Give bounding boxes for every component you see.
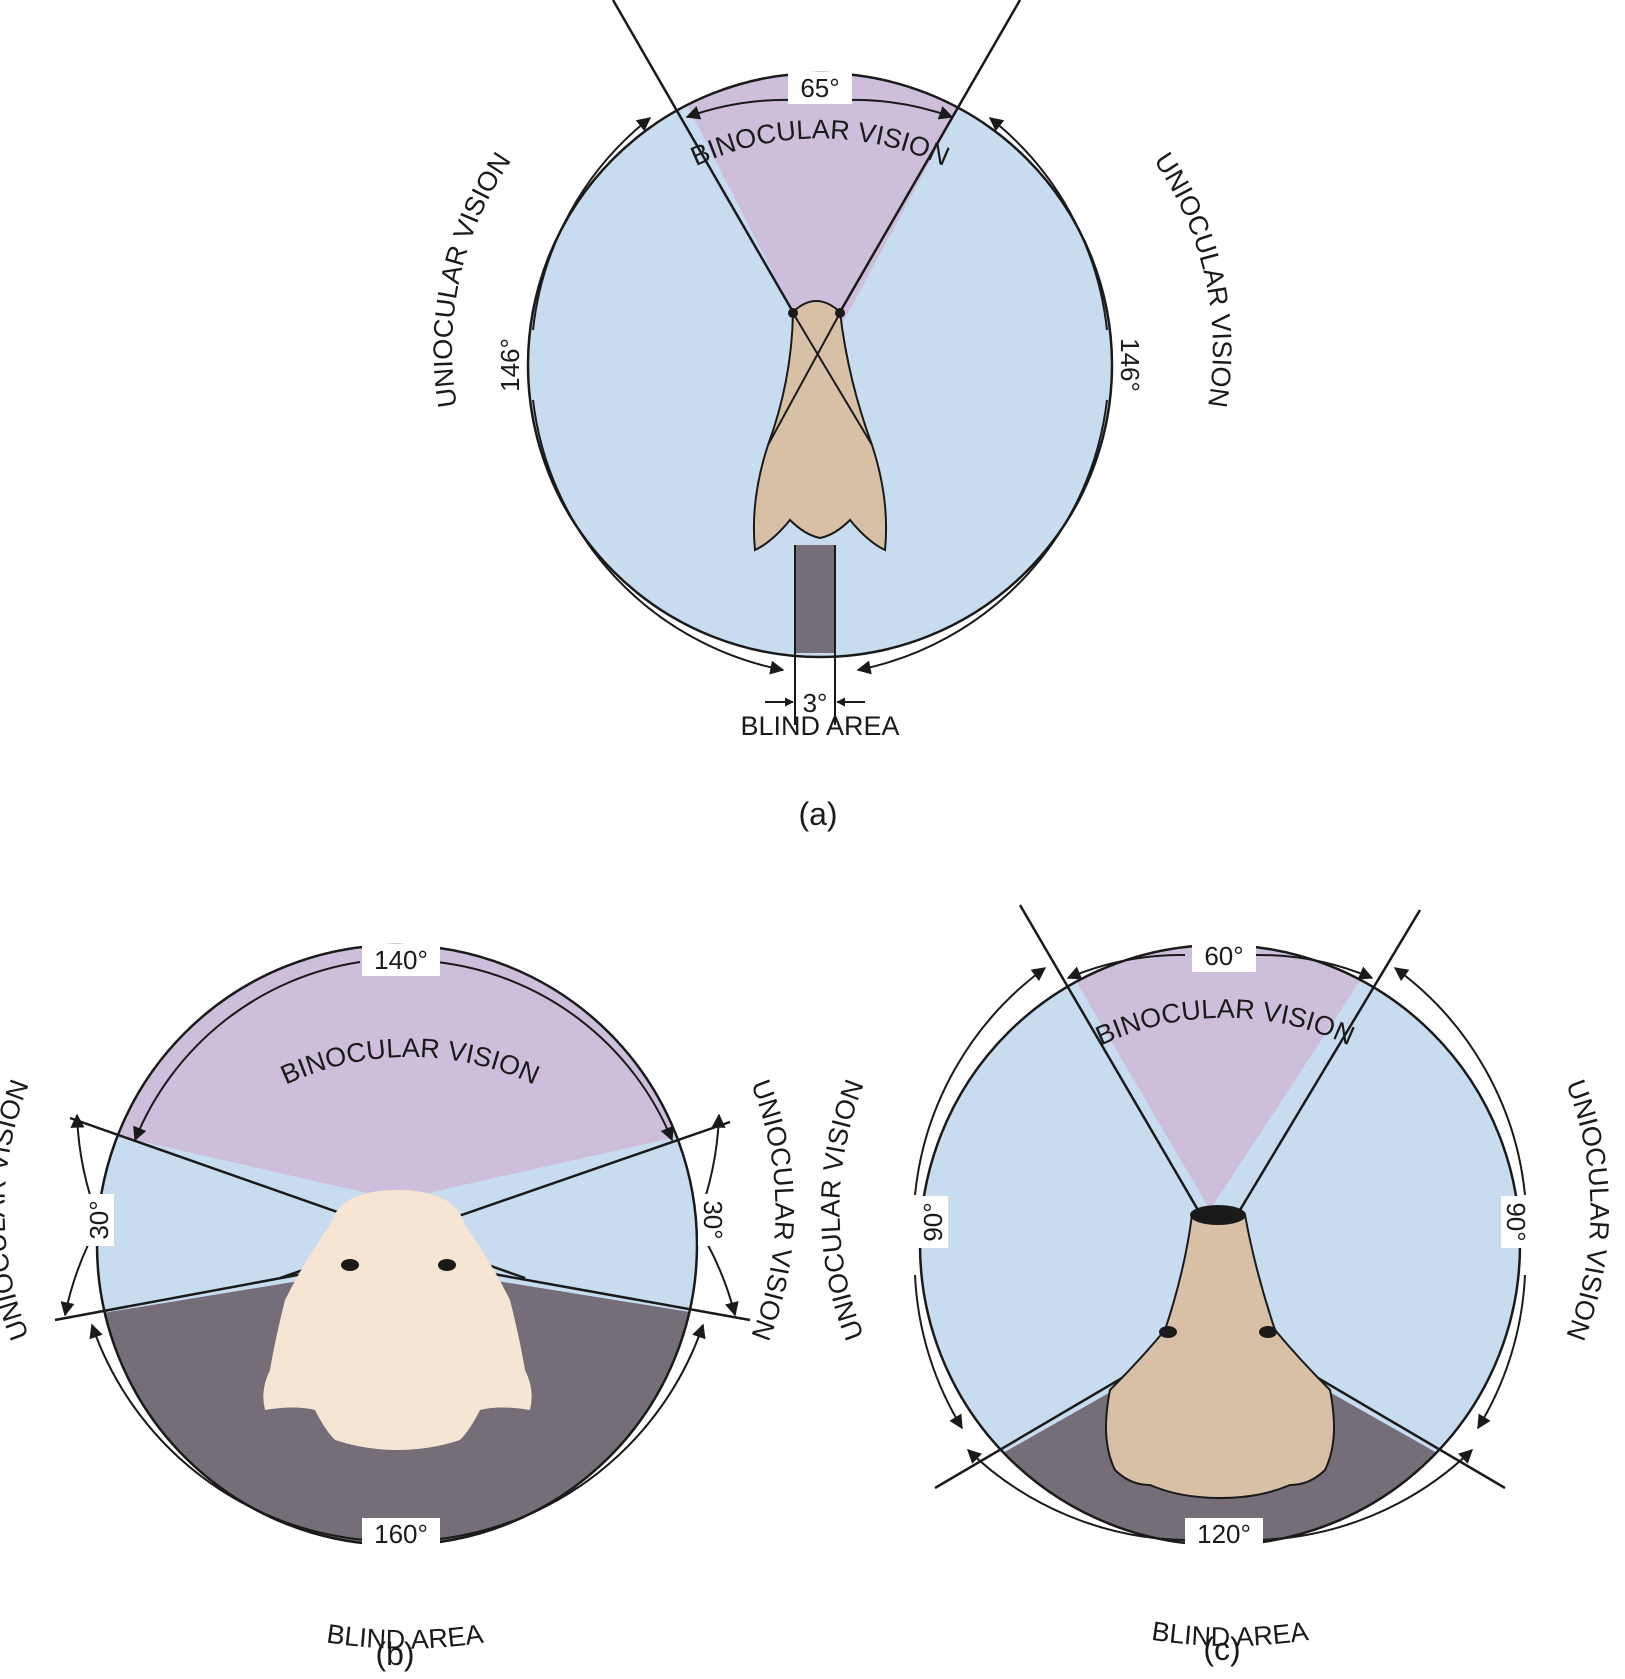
a-caption: (a) (798, 796, 837, 832)
b-left-deg: 30° (84, 1200, 114, 1239)
c-binocular-field (1040, 945, 1400, 1210)
c-right-label: UNIOCULAR VISION (1560, 1076, 1614, 1345)
c-blind-deg: 120° (1197, 1519, 1251, 1549)
a-left-arc-lower (532, 399, 785, 675)
a-right-label: UNIOCULAR VISION (1148, 147, 1236, 409)
a-sight-line-right (838, 0, 1022, 313)
b-blind-deg: 160° (374, 1519, 428, 1549)
panel-a: BINOCULAR VISION 65° UNIOCULAR VISION 14… (428, 0, 1237, 832)
b-caption: (b) (375, 1636, 414, 1672)
b-left-label: UNIOCULAR VISION (0, 1076, 35, 1345)
c-left-arc-down (914, 1274, 963, 1430)
panel-b: BINOCULAR VISION 140° UNIOCULAR VISION 3… (0, 943, 799, 1672)
a-right-deg: 146° (1115, 338, 1145, 392)
b-binocular-deg-box (362, 944, 440, 976)
a-binocular-arc-right (844, 98, 954, 120)
b-blind-deg-box (362, 1518, 440, 1550)
c-right-deg: 90° (1501, 1202, 1531, 1241)
a-horse-head (752, 300, 888, 552)
c-binocular-deg-box (1192, 940, 1256, 972)
a-sight-line-left (611, 0, 795, 313)
c-binocular-deg: 60° (1204, 941, 1243, 971)
a-blind-area-field (795, 545, 835, 653)
b-cat-head (263, 1190, 532, 1450)
c-left-arc-up (914, 967, 1047, 1196)
b-blind-arc-left (89, 1323, 366, 1541)
b-blind-line-left (54, 1266, 336, 1322)
a-binocular-field (687, 72, 959, 365)
a-left-deg: 146° (495, 338, 525, 392)
a-binocular-arc-left (685, 98, 796, 120)
c-left-label: UNIOCULAR VISION (816, 1076, 870, 1345)
c-binocular-arc-right (1254, 953, 1374, 980)
b-right-arc-down (707, 1244, 739, 1317)
a-binocular-deg: 65° (800, 73, 839, 103)
a-left-arc (532, 117, 652, 331)
a-right-arc-lower (856, 399, 1108, 675)
b-binocular-arc-right (436, 961, 674, 1142)
c-blind-arc-left (966, 1449, 1186, 1541)
c-left-deg: 90° (918, 1202, 948, 1241)
b-binocular-deg: 140° (374, 945, 428, 975)
b-binocular-arc-left (133, 961, 361, 1142)
panel-c: BINOCULAR VISION 60° UNIOCULAR VISION 90… (816, 904, 1614, 1667)
b-left-arc-down (60, 1244, 89, 1317)
c-dog-head (1105, 1205, 1335, 1500)
c-right-arc-up (1393, 967, 1526, 1196)
c-caption: (c) (1203, 1631, 1240, 1667)
a-right-arc (988, 117, 1108, 331)
a-binocular-deg-box (788, 72, 852, 104)
b-blind-line-right (459, 1266, 751, 1322)
b-right-label: UNIOCULAR VISION (745, 1076, 799, 1345)
c-blind-deg-box (1185, 1518, 1263, 1550)
a-blind-deg: 3° (803, 688, 828, 718)
c-blind-arc-right (1254, 1449, 1474, 1541)
c-right-arc-down (1477, 1274, 1526, 1430)
b-right-arc-up (705, 1113, 726, 1196)
c-binocular-arc-left (1066, 953, 1186, 980)
b-left-arc-up (70, 1113, 91, 1196)
a-blind-label: BLIND AREA (740, 711, 899, 741)
b-blind-arc-right (429, 1323, 706, 1541)
b-right-deg: 30° (698, 1200, 728, 1239)
